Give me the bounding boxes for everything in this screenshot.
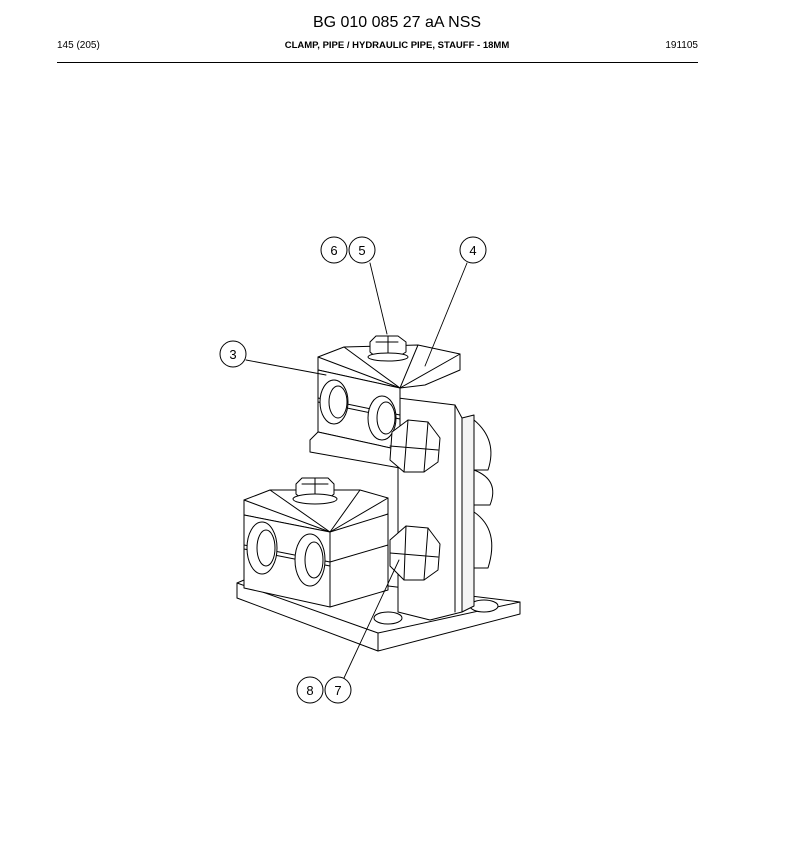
svg-text:3: 3 bbox=[229, 347, 236, 362]
upper-clamp bbox=[309, 344, 461, 469]
callout-6: 6 bbox=[320, 236, 348, 264]
callout-5: 5 bbox=[348, 236, 376, 264]
document-title: BG 010 085 27 aA NSS bbox=[312, 14, 482, 31]
front-upper-bolt bbox=[389, 419, 441, 473]
callout-7: 7 bbox=[324, 676, 352, 704]
svg-text:6: 6 bbox=[330, 243, 337, 258]
svg-text:4: 4 bbox=[469, 243, 476, 258]
callout-8: 8 bbox=[296, 676, 324, 704]
lower-clamp bbox=[243, 489, 389, 608]
svg-text:7: 7 bbox=[334, 683, 341, 698]
callout-3: 3 bbox=[219, 340, 247, 368]
callout-4: 4 bbox=[459, 236, 487, 264]
svg-text:8: 8 bbox=[306, 683, 313, 698]
upper-top-bolt bbox=[367, 335, 409, 362]
leader-lines bbox=[245, 262, 468, 679]
rear-bolt-heads bbox=[473, 419, 494, 569]
part-description: CLAMP, PIPE / HYDRAULIC PIPE, STAUFF - 1… bbox=[284, 40, 510, 51]
page-number: 145 (205) bbox=[57, 40, 100, 51]
front-lower-bolt bbox=[389, 525, 441, 581]
lower-top-bolt bbox=[292, 477, 338, 505]
date-code: 191105 bbox=[665, 40, 698, 51]
svg-text:5: 5 bbox=[358, 243, 365, 258]
header-rule bbox=[57, 62, 698, 63]
